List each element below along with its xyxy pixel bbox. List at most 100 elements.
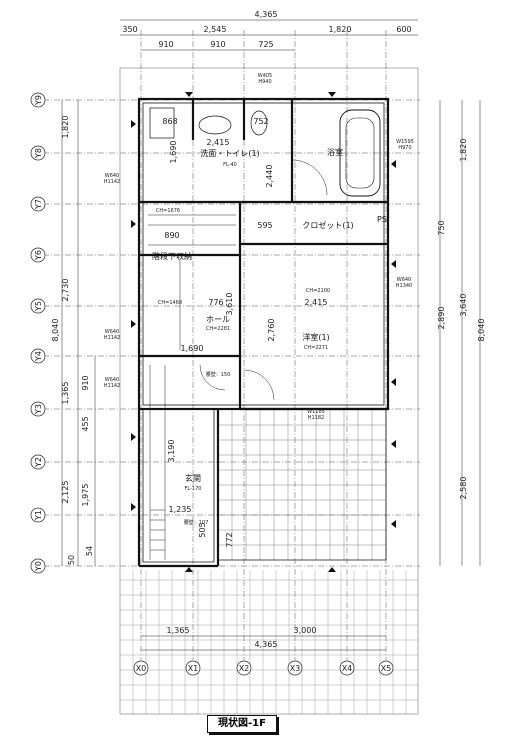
note-w1595: W1595 — [396, 139, 414, 145]
dim-right-2580: 2,580 — [459, 477, 468, 500]
right-dim-lines — [439, 100, 481, 566]
dim-top-725: 725 — [258, 40, 273, 49]
dim-right-2890: 2,890 — [437, 307, 446, 330]
note-w640-b: W640 — [397, 277, 412, 283]
note-w640-a: W640 — [105, 173, 120, 179]
dim-top-910a: 910 — [158, 40, 173, 49]
inner-walls — [142, 102, 387, 563]
y-axis-markers — [30, 92, 46, 574]
idim-3190: 3,190 — [167, 440, 176, 463]
note-h940: H940 — [258, 79, 271, 85]
washbasin — [198, 115, 232, 135]
axis-y6: Y6 — [34, 250, 43, 261]
exterior-deck — [120, 570, 418, 714]
note-h1182: H1182 — [308, 415, 324, 421]
room-bath: 浴室 — [327, 147, 343, 157]
idim-1690b: 1,690 — [181, 344, 204, 353]
axis-y3: Y3 — [34, 404, 43, 415]
idim-595: 595 — [257, 221, 272, 230]
stairs — [148, 214, 236, 560]
axis-x5: X5 — [381, 664, 392, 673]
axis-y9: Y9 — [34, 95, 43, 106]
idim-3610: 3,610 — [225, 293, 234, 316]
dim-right-750: 750 — [437, 220, 446, 235]
dim-left-8040: 8,040 — [51, 319, 60, 342]
bathtub-inner — [345, 117, 375, 189]
site-boundary — [119, 67, 419, 715]
idim-1235: 1,235 — [169, 505, 192, 514]
note-w405: W405 — [258, 73, 273, 79]
note-h1142-c: H1142 — [104, 335, 120, 341]
axis-y0: Y0 — [34, 561, 43, 572]
axis-x3: X3 — [290, 664, 301, 673]
note-w640-c: W640 — [105, 329, 120, 335]
idim-1690a: 1,690 — [169, 141, 178, 164]
bottom-dim-lines — [141, 635, 386, 651]
dim-top-2545: 2,545 — [204, 25, 227, 34]
axis-x1: X1 — [188, 664, 199, 673]
door-swings — [199, 159, 328, 401]
axis-y8: Y8 — [34, 148, 43, 159]
dim-top-1820: 1,820 — [329, 25, 352, 34]
dim-left-455: 455 — [81, 416, 90, 431]
axis-y1: Y1 — [34, 510, 43, 521]
room-washroom-fl: FL-40 — [223, 162, 237, 168]
dim-left-54: 54 — [85, 546, 94, 556]
section-markers — [131, 92, 396, 572]
dim-left-910: 910 — [81, 375, 90, 390]
dim-left-1820: 1,820 — [61, 116, 70, 139]
idim-890: 890 — [164, 231, 179, 240]
idim-2415a: 2,415 — [207, 138, 230, 147]
note-h1142-d: H1142 — [104, 383, 120, 389]
top-dim-lines — [120, 19, 418, 51]
room-entrance: 玄関 — [185, 473, 201, 483]
y-grid — [32, 99, 420, 567]
room-hall-ch: CH=2281 — [206, 326, 230, 332]
idim-2415b: 2,415 — [305, 298, 328, 307]
dim-left-1975: 1,975 — [81, 484, 90, 507]
dim-top-910b: 910 — [210, 40, 225, 49]
room-western: 洋室(1) — [302, 332, 329, 342]
dim-top-total: 4,365 — [255, 10, 278, 19]
tile-area — [218, 410, 386, 560]
room-hall: ホール — [206, 315, 230, 324]
idim-776: 776 — [208, 298, 223, 307]
dim-top-600: 600 — [396, 25, 411, 34]
dim-bottom-1365: 1,365 — [167, 626, 190, 635]
idim-772: 772 — [225, 532, 234, 547]
note-ch1468: CH=1468 — [158, 300, 182, 306]
note-koshikabe-107: 腰壁：107 — [184, 519, 209, 526]
axis-x4: X4 — [342, 664, 353, 673]
room-ps: PS — [377, 215, 387, 224]
walls — [137, 97, 390, 568]
dim-left-50: 50 — [67, 555, 76, 565]
dim-right-1820: 1,820 — [459, 139, 468, 162]
idim-2760: 2,760 — [267, 319, 276, 342]
x-axis-markers — [133, 660, 394, 676]
note-h970: H970 — [398, 145, 411, 151]
dim-left-1365: 1,365 — [61, 382, 70, 405]
idim-2440: 2,440 — [265, 165, 274, 188]
idim-752: 752 — [253, 117, 268, 126]
dim-right-3640: 3,640 — [459, 294, 468, 317]
dim-right-8040: 8,040 — [477, 319, 486, 342]
dim-top-350: 350 — [122, 25, 137, 34]
room-entrance-fl: FL-170 — [185, 486, 202, 492]
axis-y5: Y5 — [34, 301, 43, 312]
idim-505: 505 — [198, 522, 207, 537]
vanity-fixture — [149, 107, 175, 139]
note-w1185: W1185 — [307, 409, 325, 415]
note-ch2100: CH=2100 — [306, 288, 330, 294]
idim-868: 868 — [162, 117, 177, 126]
axis-y2: Y2 — [34, 457, 43, 468]
dim-bottom-3000: 3,000 — [294, 626, 317, 635]
note-ch1676: CH=1676 — [156, 208, 180, 214]
note-w640-d: W640 — [105, 377, 120, 383]
left-dim-lines — [61, 100, 96, 566]
room-washroom: 洗面・トイレ(1) — [200, 148, 259, 158]
drawing-title: 現状図-1F — [207, 715, 277, 733]
toilet — [250, 110, 268, 136]
note-h1340: H1340 — [396, 283, 412, 289]
axis-y7: Y7 — [34, 199, 43, 210]
